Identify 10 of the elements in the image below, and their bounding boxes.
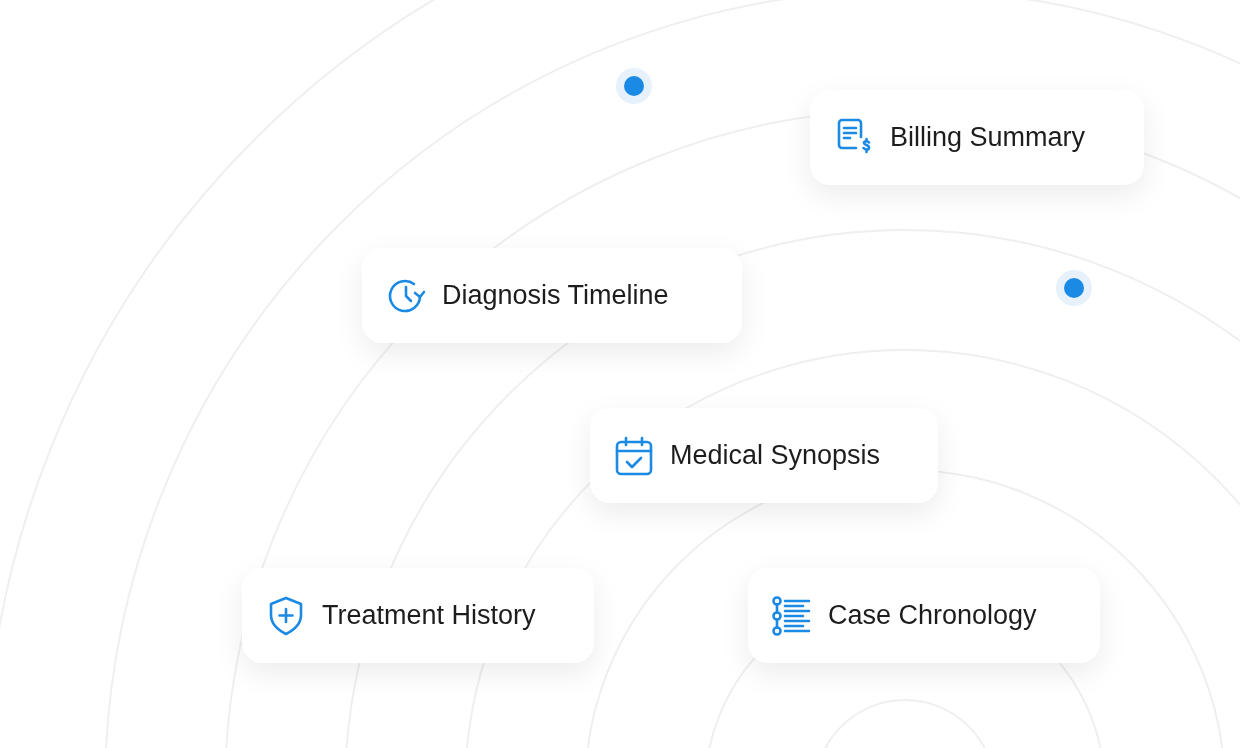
card-label: Billing Summary — [890, 122, 1086, 153]
label-card — [590, 408, 938, 503]
label-card — [748, 568, 1100, 663]
card-label: Case Chronology — [828, 600, 1037, 631]
card-label: Medical Synopsis — [670, 440, 881, 471]
label-card — [242, 568, 594, 663]
card-label: Diagnosis Timeline — [442, 280, 669, 311]
card-label: Treatment History — [322, 600, 536, 631]
label-card — [810, 90, 1144, 185]
label-card — [362, 248, 742, 343]
